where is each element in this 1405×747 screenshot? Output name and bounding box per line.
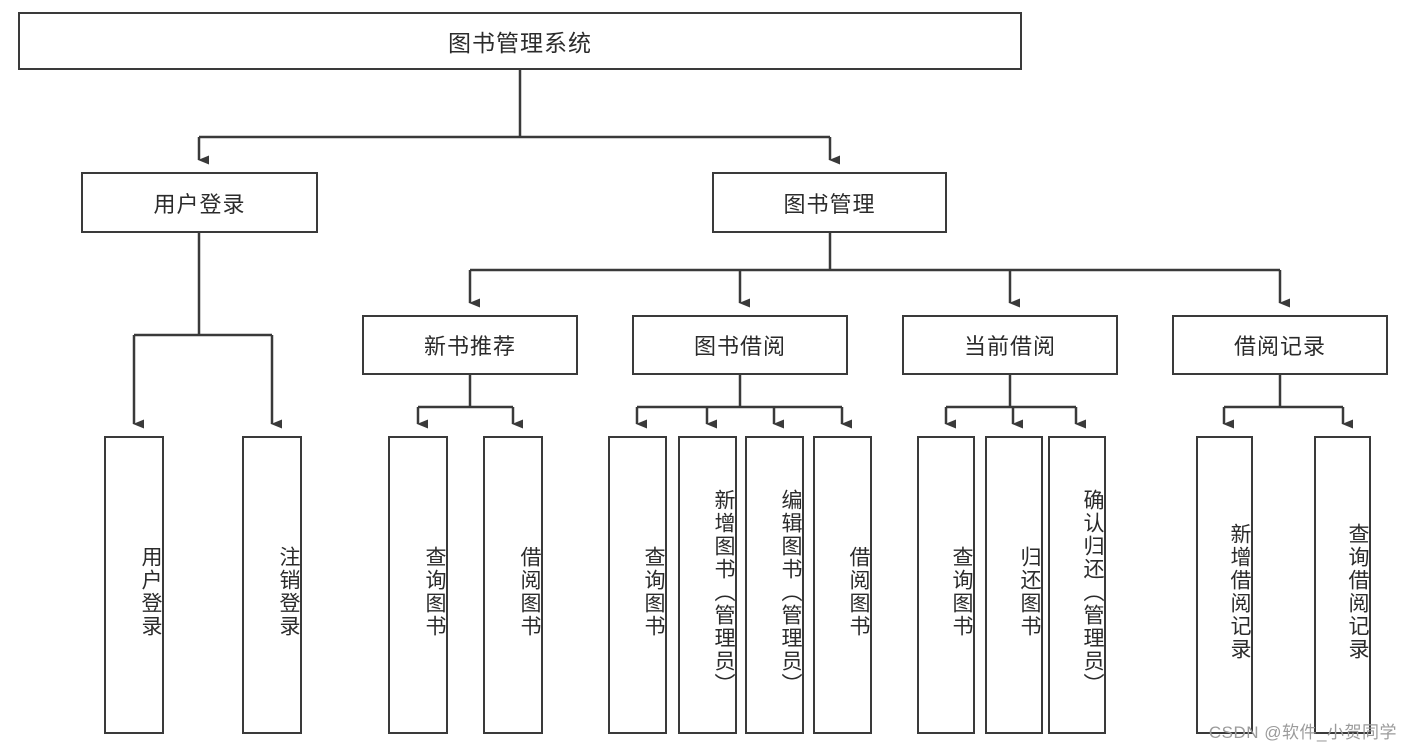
leaf-borrow-book-recommend[interactable]: 借阅图书: [483, 436, 543, 734]
leaf-logout-login[interactable]: 注销登录: [242, 436, 302, 734]
node-book-management-system[interactable]: 图书管理系统: [18, 12, 1022, 70]
node-borrow-record[interactable]: 借阅记录: [1172, 315, 1388, 375]
leaf-borrow-book-borrow[interactable]: 借阅图书: [813, 436, 872, 734]
node-label: 图书借阅: [693, 334, 786, 359]
node-label: 借阅图书: [518, 546, 541, 638]
node-label: 新书推荐: [423, 334, 516, 359]
leaf-edit-book-admin[interactable]: 编辑图书（管理员）: [745, 436, 804, 734]
leaf-confirm-return-admin[interactable]: 确认归还（管理员）: [1048, 436, 1106, 734]
leaf-query-borrow-record[interactable]: 查询借阅记录: [1314, 436, 1371, 734]
node-label: 查询图书: [423, 546, 446, 638]
node-label: 图书管理系统: [448, 30, 592, 56]
node-new-book-recommend[interactable]: 新书推荐: [362, 315, 578, 375]
node-label: 查询图书: [642, 546, 665, 638]
node-label: 用户登录: [153, 191, 246, 217]
node-current-borrow[interactable]: 当前借阅: [902, 315, 1118, 375]
node-label: 新增图书（管理员）: [712, 488, 735, 696]
leaf-query-book-borrow[interactable]: 查询图书: [608, 436, 667, 734]
node-label: 查询借阅记录: [1346, 523, 1369, 661]
node-label: 确认归还（管理员）: [1081, 488, 1104, 696]
node-user-login[interactable]: 用户登录: [81, 172, 318, 233]
leaf-add-borrow-record[interactable]: 新增借阅记录: [1196, 436, 1253, 734]
node-label: 归还图书: [1018, 546, 1041, 638]
leaf-return-book[interactable]: 归还图书: [985, 436, 1043, 734]
leaf-user-login[interactable]: 用户登录: [104, 436, 164, 734]
node-label: 图书管理: [783, 191, 876, 217]
leaf-query-book-recommend[interactable]: 查询图书: [388, 436, 448, 734]
node-label: 借阅记录: [1233, 334, 1326, 359]
node-label: 查询图书: [950, 546, 973, 638]
node-label: 借阅图书: [847, 546, 870, 638]
node-label: 用户登录: [139, 546, 162, 638]
node-label: 新增借阅记录: [1228, 523, 1251, 661]
leaf-query-book-current[interactable]: 查询图书: [917, 436, 975, 734]
watermark: CSDN @软件_小贺同学: [1208, 723, 1397, 742]
node-label: 当前借阅: [963, 334, 1056, 359]
node-book-management[interactable]: 图书管理: [712, 172, 947, 233]
leaf-add-book-admin[interactable]: 新增图书（管理员）: [678, 436, 737, 734]
node-label: 编辑图书（管理员）: [779, 488, 802, 696]
node-book-borrow[interactable]: 图书借阅: [632, 315, 848, 375]
node-label: 注销登录: [277, 546, 300, 638]
